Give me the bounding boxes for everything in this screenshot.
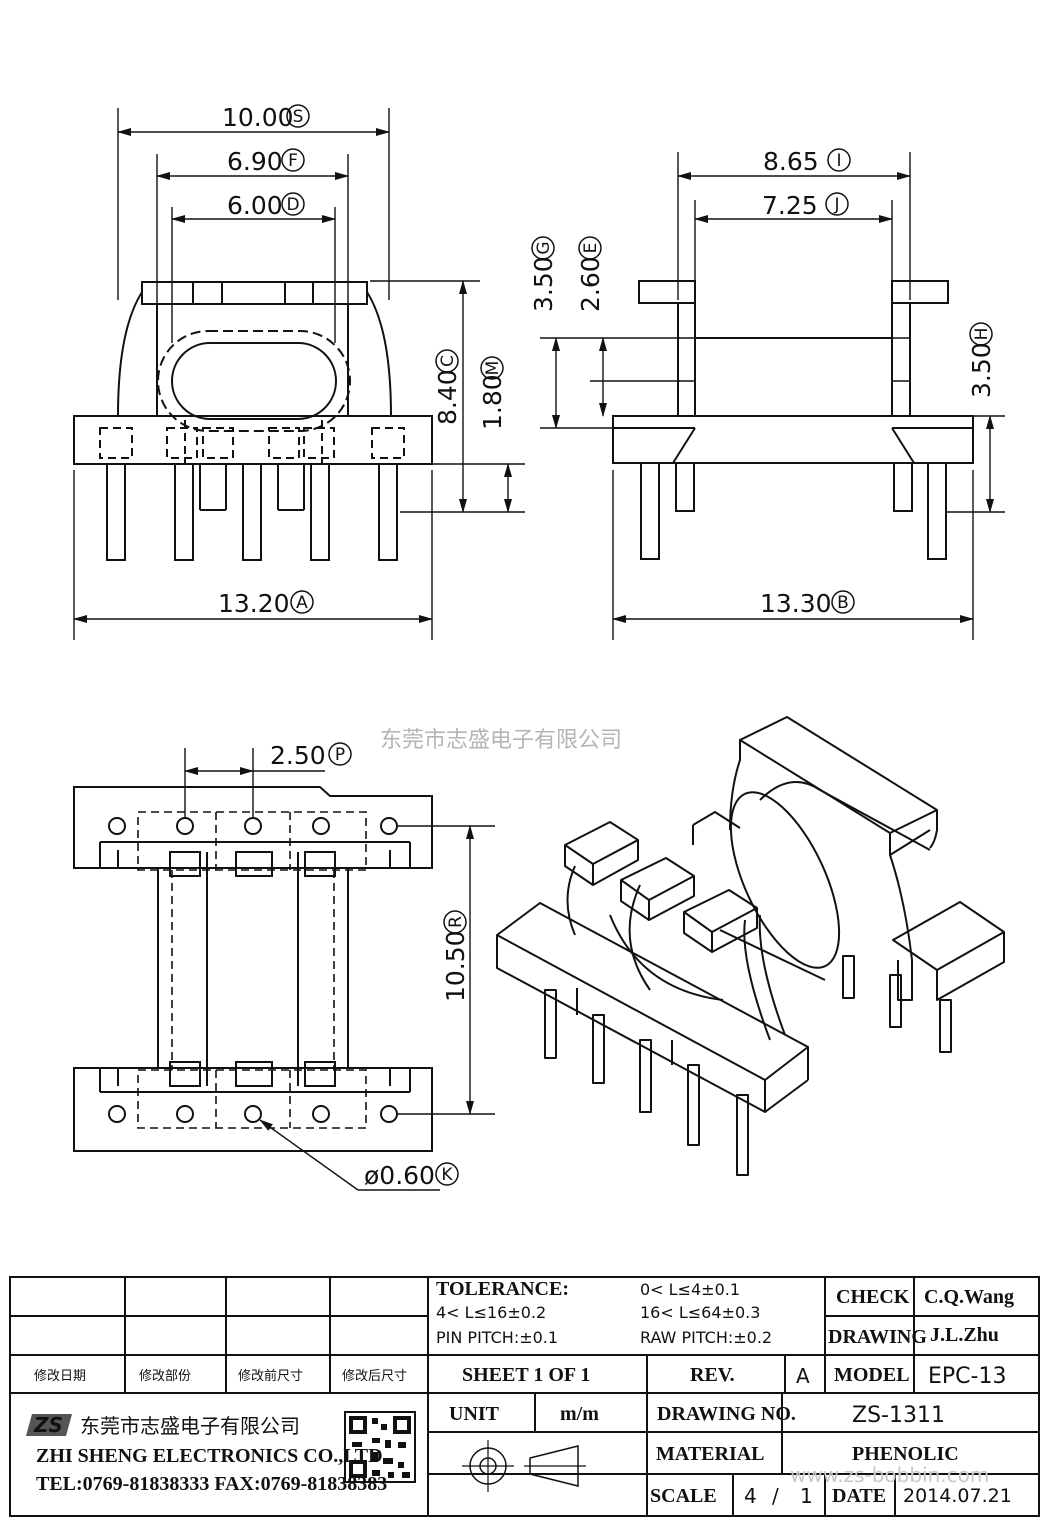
company-contact: TEL:0769-81838333 FAX:0769-81838383: [36, 1473, 387, 1495]
raw-pitch: RAW PITCH:±0.2: [640, 1328, 772, 1347]
dim-g-value: 3.50: [529, 256, 558, 312]
company-logo: ZS: [26, 1413, 72, 1437]
dim-f-value: 6.90: [227, 147, 283, 176]
dim-s-value: 10.00: [222, 103, 294, 132]
scale-separator: /: [772, 1484, 779, 1508]
check-label: CHECK: [836, 1286, 910, 1308]
dim-a-mark: A: [296, 593, 308, 613]
dim-m-mark: M: [483, 361, 503, 376]
dimension-labels: 10.00 S 6.90 F 6.00 D 13.20 A 8.40 C 1.8…: [218, 103, 996, 1190]
qr-code: [344, 1411, 416, 1483]
scale-denominator: 1: [800, 1484, 813, 1508]
watermark-company: 东莞市志盛电子有限公司: [380, 728, 622, 753]
scale-numerator: 4: [744, 1484, 757, 1508]
dim-h-value: 3.50: [967, 342, 996, 398]
title-block: [9, 1276, 1040, 1517]
dim-e-mark: E: [581, 243, 601, 254]
side-view: [612, 280, 974, 560]
company-name-en: ZHI SHENG ELECTRONICS CO.,LTD: [36, 1445, 383, 1467]
tolerance-3: 16< L≤64±0.3: [640, 1303, 760, 1322]
drawing-label: DRAWING: [828, 1326, 927, 1348]
front-view-dimensions: [73, 108, 525, 640]
pin-pitch: PIN PITCH:±0.1: [436, 1328, 558, 1347]
tolerance-2: 4< L≤16±0.2: [436, 1303, 546, 1322]
isometric-view: [496, 716, 1005, 1176]
rev-header-date: 修改日期: [34, 1369, 86, 1384]
drawing-no-value: ZS-1311: [852, 1403, 945, 1428]
dim-r-value: 10.50: [441, 930, 470, 1002]
material-label: MATERIAL: [656, 1443, 765, 1465]
date-value: 2014.07.21: [903, 1485, 1012, 1507]
bottom-view: [73, 786, 433, 1152]
drawing-value: J.L.Zhu: [930, 1324, 999, 1346]
side-view-dimensions: [540, 152, 1005, 640]
rev-header-after: 修改后尺寸: [342, 1369, 407, 1384]
dim-e-value: 2.60: [576, 256, 605, 312]
dim-i-mark: I: [836, 151, 841, 171]
date-label: DATE: [832, 1485, 886, 1507]
dim-b-mark: B: [837, 593, 849, 613]
dim-s-mark: S: [293, 107, 304, 127]
dim-c-value: 8.40: [433, 369, 462, 425]
company-name-cn: 东莞市志盛电子有限公司: [80, 1414, 300, 1438]
tolerance-1: 0< L≤4±0.1: [640, 1280, 740, 1299]
bottom-view-dimensions: [184, 748, 495, 1191]
dim-f-mark: F: [288, 151, 298, 171]
watermark-url: www.zs-bobbin.com: [790, 1463, 989, 1487]
dim-h-mark: H: [972, 328, 992, 341]
dim-p-mark: P: [335, 745, 345, 765]
tolerance-label: TOLERANCE:: [436, 1278, 569, 1300]
material-value: PHENOLIC: [852, 1443, 959, 1465]
check-value: C.Q.Wang: [924, 1286, 1014, 1308]
dim-d-value: 6.00: [227, 191, 283, 220]
dim-j-mark: J: [833, 195, 839, 215]
front-view: [73, 281, 433, 561]
scale-label: SCALE: [650, 1485, 717, 1507]
dim-p-value: 2.50: [270, 741, 326, 770]
dim-k-value: ø0.60: [364, 1161, 435, 1190]
sheet-info: SHEET 1 OF 1: [462, 1364, 590, 1386]
unit-label: UNIT: [449, 1403, 500, 1425]
dim-c-mark: C: [438, 355, 458, 367]
rev-header-before: 修改前尺寸: [238, 1368, 303, 1384]
dim-a-value: 13.20: [218, 589, 290, 618]
dim-m-value: 1.80: [478, 374, 507, 430]
svg-text:ZS: ZS: [33, 1413, 63, 1437]
dim-b-value: 13.30: [760, 589, 832, 618]
rev-header-part: 修改部份: [139, 1369, 191, 1384]
model-label: MODEL: [834, 1364, 910, 1386]
dim-g-mark: G: [534, 241, 554, 254]
dim-r-mark: R: [446, 916, 466, 928]
dim-j-value: 7.25: [762, 191, 818, 220]
rev-label: REV.: [690, 1364, 735, 1386]
rev-value: A: [796, 1364, 810, 1388]
drawing-no-label: DRAWING NO.: [657, 1403, 796, 1425]
title-block-text: TOLERANCE: 0< L≤4±0.1 4< L≤16±0.2 16< L≤…: [34, 1278, 1014, 1508]
unit-value: m/m: [560, 1403, 599, 1425]
dim-d-mark: D: [286, 195, 299, 215]
dim-i-value: 8.65: [763, 147, 819, 176]
dim-k-mark: K: [441, 1165, 453, 1185]
model-value: EPC-13: [928, 1364, 1006, 1389]
